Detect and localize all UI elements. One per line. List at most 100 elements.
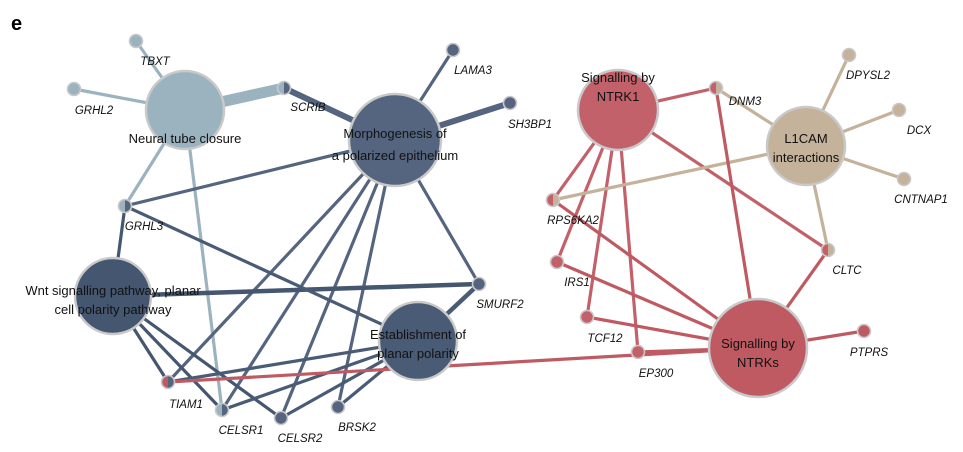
gene-node-celsr1 xyxy=(214,402,230,418)
gene-node-ring xyxy=(856,323,872,339)
gene-label-lama3: LAMA3 xyxy=(454,65,492,77)
gene-label-dnm3: DNM3 xyxy=(729,96,762,108)
hub-label-ntrk1-line-1: Signalling by xyxy=(581,70,655,85)
gene-node-ring xyxy=(630,344,646,360)
edge-ntrk1-cltc xyxy=(617,108,829,252)
gene-label-cntnap1: CNTNAP1 xyxy=(894,194,948,206)
gene-node-celsr2 xyxy=(273,410,289,426)
pathway-hub-layer xyxy=(73,68,847,399)
gene-node-grhl3 xyxy=(117,198,133,214)
gene-label-grhl2: GRHL2 xyxy=(75,105,114,117)
gene-node-fill xyxy=(580,310,594,324)
pathway-hub-planar xyxy=(377,300,459,382)
gene-label-tcf12: TCF12 xyxy=(587,333,623,345)
label-layer: TBXT GRHL2 SCRIB LAMA3SH3BP1GRHL3SMURF2TIAM… xyxy=(25,56,948,445)
gene-label-grhl3: GRHL3 xyxy=(125,221,164,233)
pathway-hub-morpho xyxy=(347,92,443,188)
hub-label-wnt-line-2: cell polarity pathway xyxy=(54,302,172,317)
gene-label-cltc: CLTC xyxy=(832,265,862,277)
gene-node-ptprs xyxy=(856,323,872,339)
gene-label-brsk2: BRSK2 xyxy=(338,422,376,434)
gene-label-tbxt: TBXT xyxy=(140,56,170,68)
hub-label-neural-line-1: Neural tube closure xyxy=(129,131,242,146)
hub-label-planar-line-1: Establishment of xyxy=(370,327,466,342)
gene-node-tcf12 xyxy=(579,309,595,325)
edge-wnt-smurf2 xyxy=(112,281,480,299)
gene-node-ring xyxy=(549,254,565,270)
gene-node-dpysl2 xyxy=(841,47,857,63)
gene-node-brsk2 xyxy=(330,399,346,415)
hub-label-wnt-line-1: Wnt signalling pathway, planar xyxy=(25,283,201,298)
gene-node-fill xyxy=(331,400,345,414)
edge-morpho-celsr1 xyxy=(220,139,397,411)
edge-ntrks-tiam1 xyxy=(167,346,759,384)
gene-node-fill xyxy=(892,103,906,117)
gene-node-fill xyxy=(857,324,871,338)
edge-neural-celsr1 xyxy=(183,109,224,411)
gene-node-ring xyxy=(160,374,176,390)
hub-label-ntrk1-line-2: NTRK1 xyxy=(597,89,640,104)
gene-label-celsr2: CELSR2 xyxy=(278,433,323,445)
edge-planar-grhl3 xyxy=(124,204,419,343)
gene-label-smurf2: SMURF2 xyxy=(476,299,524,311)
gene-node-fill xyxy=(897,172,911,186)
panel-letter: e xyxy=(11,13,22,35)
hub-label-l1cam-line-2: interactions xyxy=(773,150,840,165)
gene-node-fill xyxy=(472,277,486,291)
gene-node-rps6ka2 xyxy=(545,192,561,208)
edge-morpho-tiam1 xyxy=(166,138,397,384)
gene-node-tbxt xyxy=(128,33,144,49)
gene-node-ring xyxy=(445,42,461,58)
pathway-hub-neural xyxy=(144,69,226,151)
gene-label-dpysl2: DPYSL2 xyxy=(846,70,891,82)
edge-l1cam-rps6ka2 xyxy=(552,144,807,202)
gene-node-ring xyxy=(708,80,724,96)
gene-label-ep300: EP300 xyxy=(639,368,674,380)
gene-node-dcx xyxy=(891,102,907,118)
pathway-hub-l1cam xyxy=(765,105,847,187)
gene-node-ring xyxy=(545,192,561,208)
gene-node-fill xyxy=(274,411,288,425)
gene-label-rps6ka2: RPS6KA2 xyxy=(547,215,599,227)
gene-node-ring xyxy=(330,399,346,415)
gene-label-dcx: DCX xyxy=(907,125,933,137)
gene-node-cltc xyxy=(820,242,836,258)
gene-node-ring xyxy=(841,47,857,63)
pathway-hub-ntrk1 xyxy=(576,68,660,152)
gene-node-ring xyxy=(276,80,292,96)
gene-node-fill xyxy=(446,43,460,57)
edge-morpho-celsr2 xyxy=(279,139,397,419)
gene-node-tiam1 xyxy=(160,374,176,390)
hub-label-morpho-line-2: a polarized epithelium xyxy=(332,148,458,163)
pathway-hub-wnt xyxy=(73,256,153,336)
pathway-hub-ntrks xyxy=(707,297,809,399)
hub-label-ntrks-line-2: NTRKs xyxy=(737,355,779,370)
gene-node-fill xyxy=(631,345,645,359)
gene-node-fill xyxy=(550,255,564,269)
gene-node-smurf2 xyxy=(471,276,487,292)
gene-node-ring xyxy=(66,81,82,97)
hub-label-morpho-line-1: Morphogenesis of xyxy=(343,126,447,141)
edge-planar-tiam1 xyxy=(167,339,419,384)
gene-label-ptprs: PTPRS xyxy=(850,347,889,359)
gene-label-tiam1: TIAM1 xyxy=(169,399,203,411)
gene-node-irs1 xyxy=(549,254,565,270)
gene-node-ring xyxy=(471,276,487,292)
gene-node-ring xyxy=(273,410,289,426)
gene-label-scrib: SCRIB xyxy=(290,102,325,114)
gene-node-layer xyxy=(66,33,912,426)
gene-node-lama3 xyxy=(445,42,461,58)
hub-label-planar-line-2: planar polarity xyxy=(377,346,459,361)
gene-node-ep300 xyxy=(630,344,646,360)
gene-node-ring xyxy=(820,242,836,258)
gene-node-fill xyxy=(503,96,517,110)
hub-label-ntrks-line-1: Signalling by xyxy=(721,336,795,351)
gene-node-ring xyxy=(579,309,595,325)
gene-label-irs1: IRS1 xyxy=(564,277,590,289)
gene-node-ring xyxy=(117,198,133,214)
gene-node-scrib xyxy=(276,80,292,96)
gene-node-fill xyxy=(67,82,81,96)
gene-node-fill xyxy=(129,34,143,48)
gene-label-sh3bp1: SH3BP1 xyxy=(508,119,552,131)
